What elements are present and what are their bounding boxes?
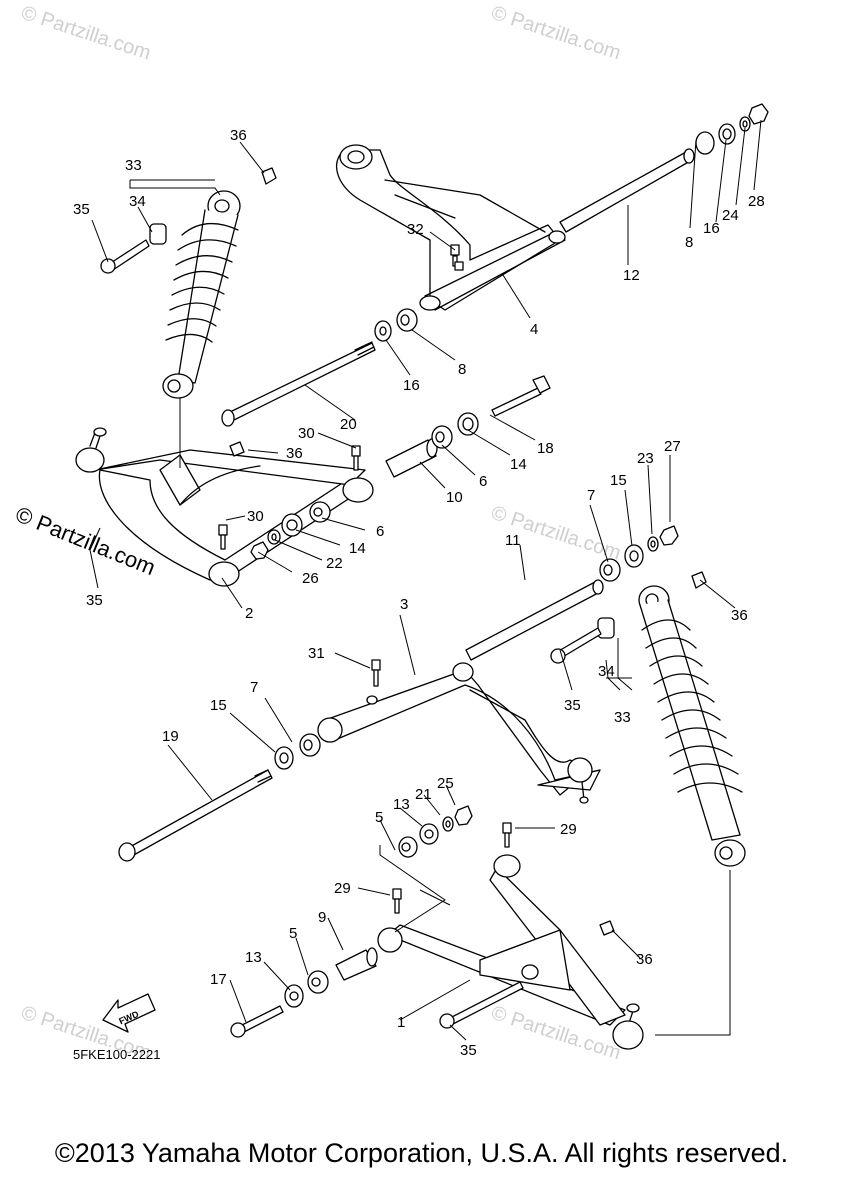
callout-35: 35 [460, 1042, 477, 1059]
bushings-10-6-14 [385, 375, 551, 478]
callout-34: 34 [598, 663, 615, 680]
callout-12: 12 [623, 267, 640, 284]
callout-35: 35 [564, 697, 581, 714]
callout-2: 2 [245, 605, 253, 622]
shock-absorber-left [100, 167, 277, 399]
bolt-17 [230, 1005, 284, 1038]
lower-arm-2 [75, 427, 374, 587]
bushings-15-7 [274, 733, 321, 770]
callout-13: 13 [245, 949, 262, 966]
callout-19: 19 [162, 728, 179, 745]
callout-35: 35 [86, 592, 103, 609]
callout-26: 26 [302, 570, 319, 587]
callout-22: 22 [326, 555, 343, 572]
fwd-arrow-icon [102, 993, 156, 1033]
callout-20: 20 [340, 416, 357, 433]
callout-17: 17 [210, 971, 227, 988]
bushing-set-top [695, 103, 769, 155]
callout-9: 9 [318, 909, 326, 926]
callout-30: 30 [298, 425, 315, 442]
collar-11 [465, 579, 604, 661]
grease-nipples-29 [392, 822, 512, 914]
callout-7: 7 [250, 679, 258, 696]
copyright-notice: ©2013 Yamaha Motor Corporation, U.S.A. A… [54, 1138, 789, 1168]
callout-10: 10 [446, 489, 463, 506]
callout-34: 34 [129, 193, 146, 210]
callout-15: 15 [210, 697, 227, 714]
watermark: © Partzilla.com [488, 2, 623, 65]
callout-24: 24 [722, 207, 739, 224]
bushings-5-13-21-25 [398, 805, 473, 858]
callout-4: 4 [530, 321, 538, 338]
callout-5: 5 [375, 809, 383, 826]
upper-arm-3 [317, 662, 601, 804]
callout-8: 8 [685, 234, 693, 251]
callout-35: 35 [73, 201, 90, 218]
callout-36: 36 [731, 607, 748, 624]
callout-21: 21 [415, 786, 432, 803]
grease-nipple-31 [366, 659, 381, 705]
watermark: © Partzilla.com [18, 2, 153, 65]
callout-29: 29 [560, 821, 577, 838]
callout-15: 15 [610, 472, 627, 489]
callout-36: 36 [286, 445, 303, 462]
callout-14: 14 [510, 456, 527, 473]
grease-nipples-30 [218, 441, 361, 550]
callout-6: 6 [479, 473, 487, 490]
callout-7: 7 [587, 487, 595, 504]
bolt-19 [118, 769, 273, 862]
callout-6: 6 [376, 523, 384, 540]
callout-30: 30 [247, 508, 264, 525]
part-code: 5FKE100-2221 [73, 1047, 160, 1062]
callout-31: 31 [308, 645, 325, 662]
bolt-20 [221, 341, 376, 427]
callout-16: 16 [403, 377, 420, 394]
bushings-9-5-13 [284, 947, 378, 1008]
leader-lines [89, 119, 762, 1041]
callout-23: 23 [637, 450, 654, 467]
callout-11: 11 [505, 532, 521, 549]
callout-36: 36 [636, 951, 653, 968]
callout-14: 14 [349, 540, 366, 557]
bushings-6-14-22-26 [250, 501, 331, 560]
callout-33: 33 [614, 709, 631, 726]
callout-27: 27 [664, 438, 681, 455]
callout-18: 18 [537, 440, 554, 457]
callout-36: 36 [230, 127, 247, 144]
callout-33: 33 [125, 157, 142, 174]
callout-1: 1 [397, 1014, 405, 1031]
callout-32: 32 [407, 221, 424, 238]
callout-labels: 1 2 3 4 5 5 6 6 7 7 8 8 9 10 11 12 13 13… [73, 127, 765, 1059]
callout-28: 28 [748, 193, 765, 210]
callout-3: 3 [400, 596, 408, 613]
lower-arm-1 [377, 854, 644, 1050]
callout-8: 8 [458, 361, 466, 378]
bushings-7-15-23-27 [599, 525, 679, 582]
callout-13: 13 [393, 796, 410, 813]
upper-arm-4 [336, 144, 566, 311]
shock-absorber-right [550, 571, 746, 867]
callout-16: 16 [703, 220, 720, 237]
callout-25: 25 [437, 775, 454, 792]
bushings-16-8 [374, 308, 418, 342]
callout-5: 5 [289, 925, 297, 942]
collar-12 [559, 148, 695, 233]
callout-29: 29 [334, 880, 351, 897]
bolt-35-lower [439, 920, 615, 1029]
